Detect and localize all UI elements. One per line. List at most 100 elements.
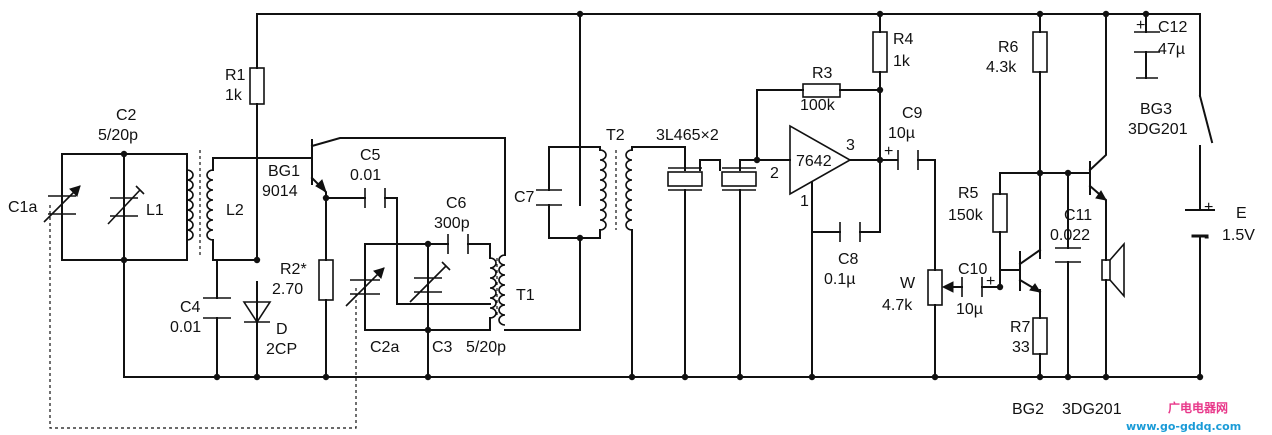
label-c11-name: C11 [1064,207,1092,224]
label-pin3: 3 [846,137,855,154]
capacitor-c4 [203,297,231,319]
label-c5-value: 0.01 [350,167,381,184]
transistor-bg3 [1089,161,1107,201]
ceramic-filters [667,167,757,191]
label-c10-plus: + [986,273,995,290]
label-c4-value: 0.01 [170,319,201,336]
label-bg3-name: BG3 [1140,101,1172,118]
capacitor-c11 [1055,247,1081,263]
capacitor-c3 [409,261,451,303]
label-c8-name: C8 [838,251,859,268]
diode-d [242,281,272,378]
label-c9-value: 10µ [888,125,915,142]
capacitor-c2a [345,267,385,307]
label-r4-name: R4 [893,31,914,48]
gang-link-dashed [49,205,357,429]
label-c2-name: C2 [116,107,137,124]
resistor-r1 [249,67,265,105]
speaker-icon [1101,241,1125,299]
inductor-l1 [186,169,194,241]
label-c3-value: 5/20p [466,339,506,356]
label-pin2: 2 [770,165,779,182]
label-r7-value: 33 [1012,339,1030,356]
resistor-r3 [802,83,841,98]
label-c12-plus: + [1136,17,1145,34]
watermark-url: www.go-gddq.com [1126,420,1241,433]
label-c5-name: C5 [360,147,381,164]
label-c1a: C1a [8,199,37,216]
label-t2: T2 [606,127,625,144]
label-c9-plus: + [884,143,893,160]
label-t1: T1 [516,287,535,304]
label-w-value: 4.7k [882,297,913,314]
capacitor-c9 [897,150,919,170]
label-e-name: E [1236,205,1247,222]
label-c4-name: C4 [180,299,201,316]
inductor-l2 [206,157,214,247]
watermark: 广电电器网 www.go-gddq.com [1126,400,1241,433]
label-battery-plus: + [1204,199,1213,216]
transformer-t1 [489,254,506,326]
capacitor-c8 [839,222,861,242]
resistor-r6 [1032,31,1048,73]
label-c2-value: 5/20p [98,127,138,144]
label-ic: 7642 [796,153,832,170]
capacitor-c1a [43,153,81,261]
component-labels: C1a C2 5/20p L1 L2 R1 1k BG1 9014 C5 0.0… [8,17,1255,418]
label-r1-name: R1 [225,67,246,84]
resistor-r7 [1032,317,1048,355]
label-battery-minus: - [1204,229,1209,246]
resistor-r4 [872,31,888,73]
label-c8-value: 0.1µ [824,271,855,288]
resistor-r2 [318,259,334,301]
label-d-value: 2CP [266,341,297,358]
capacitor-c12 [1134,31,1160,79]
capacitor-c6 [447,234,469,254]
label-r6-value: 4.3k [986,59,1017,76]
label-c11-value: 0.022 [1050,227,1090,244]
label-e-value: 1.5V [1222,227,1255,244]
label-r1-value: 1k [225,87,243,104]
label-l1: L1 [146,202,164,219]
capacitor-c5 [364,188,386,208]
label-c3-name: C3 [432,339,453,356]
label-r3-name: R3 [812,65,833,82]
label-pin1: 1 [800,193,809,210]
label-d-name: D [276,321,288,338]
capacitor-c7 [536,189,562,206]
label-w-name: W [900,275,916,292]
label-c10-value: 10µ [956,301,983,318]
junction-dots [120,10,1204,381]
label-c12-name: C12 [1158,19,1187,36]
label-bg1-value: 9014 [262,183,298,200]
label-r2-name: R2* [280,261,307,278]
label-r5-name: R5 [958,185,979,202]
label-r6-name: R6 [998,39,1019,56]
battery-e [1185,209,1215,238]
label-c6-name: C6 [446,195,467,212]
label-bg2: BG2 [1012,401,1044,418]
label-filter: 3L465×2 [656,127,719,144]
label-r5-value: 150k [948,207,984,224]
capacitor-c2 [107,153,145,261]
label-bg3-value: 3DG201 [1128,121,1188,138]
label-l2: L2 [226,202,244,219]
label-c2a: C2a [370,339,399,356]
label-c9-name: C9 [902,105,923,122]
transistor-bg2 [1018,248,1042,294]
capacitor-c10 [961,277,983,297]
resistor-r5 [992,193,1008,233]
label-bg2-type: 3DG201 [1062,401,1122,418]
label-bg1-name: BG1 [268,163,300,180]
power-switch [1198,94,1214,144]
transformer-t2 [599,146,633,239]
label-r3-value: 100k [800,97,836,114]
label-c12-value: 47µ [1158,41,1185,58]
label-c10-name: C10 [958,261,987,278]
label-c6-value: 300p [434,215,470,232]
transistor-bg1 [311,139,327,194]
potentiometer-w [927,269,954,306]
label-c7: C7 [514,189,535,206]
label-r4-value: 1k [893,53,911,70]
